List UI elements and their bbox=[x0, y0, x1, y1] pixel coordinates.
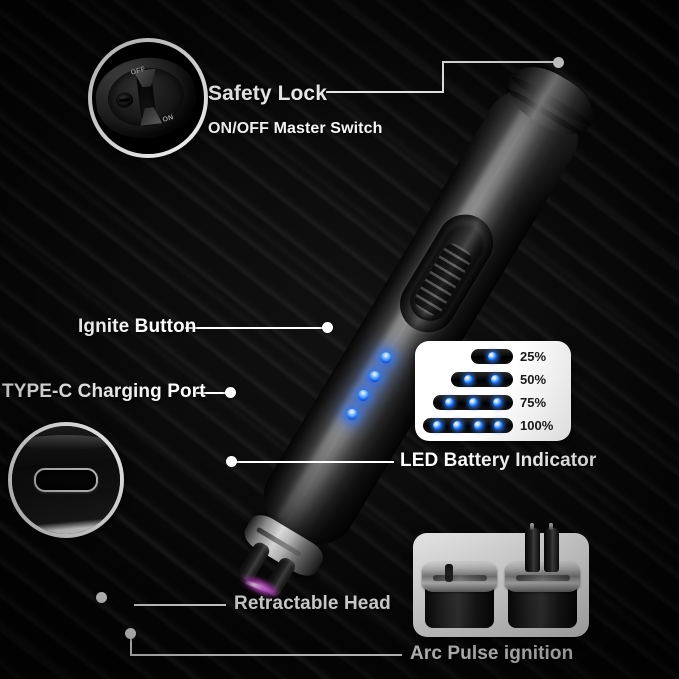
switch-face: OFF ON bbox=[104, 63, 188, 131]
safety-lock-inset: OFF ON bbox=[88, 38, 208, 158]
head-retracted-image bbox=[422, 542, 497, 628]
battery-percent-label: 50% bbox=[520, 372, 547, 387]
head-cap-retracted bbox=[422, 562, 497, 592]
battery-pill-50 bbox=[451, 372, 513, 387]
battery-dot bbox=[453, 421, 463, 430]
retractable-head-title: Retractable Head bbox=[234, 593, 391, 614]
battery-percent-label: 75% bbox=[520, 395, 547, 410]
battery-row: 25% bbox=[423, 349, 563, 364]
battery-dot bbox=[464, 375, 473, 384]
battery-dot bbox=[473, 421, 483, 430]
safety-lock-title: Safety Lock bbox=[208, 82, 327, 105]
switch-on-label: ON bbox=[161, 113, 175, 124]
typec-title: TYPE-C Charging Port bbox=[2, 381, 206, 402]
battery-row: 100% bbox=[423, 418, 563, 433]
battery-dot bbox=[468, 398, 478, 407]
led-battery-callout-dot bbox=[226, 456, 237, 467]
led-battery-panel: 25% 50% 7 bbox=[415, 341, 571, 441]
arc-pulse-callout-line bbox=[130, 654, 402, 656]
ignite-button-title: Ignite Button bbox=[78, 316, 197, 337]
electrode-rod-left bbox=[524, 523, 540, 572]
battery-rows: 25% 50% 7 bbox=[423, 349, 563, 433]
battery-pill-100 bbox=[423, 418, 513, 433]
arc-pulse-callout-dot bbox=[125, 628, 136, 639]
battery-dot bbox=[444, 398, 454, 407]
ignite-callout-line bbox=[185, 327, 328, 329]
battery-pill-75 bbox=[433, 395, 513, 410]
ignite-callout-dot bbox=[322, 322, 333, 333]
led-battery-callout-line bbox=[231, 461, 394, 463]
safety-lock-callout-line-vertical bbox=[442, 61, 444, 93]
arc-pulse-images bbox=[422, 523, 580, 628]
battery-dot bbox=[494, 421, 504, 430]
battery-dot bbox=[487, 352, 497, 361]
battery-dot bbox=[432, 421, 442, 430]
typec-surface-highlight bbox=[20, 434, 112, 450]
battery-row: 75% bbox=[423, 395, 563, 410]
arc-pulse-panel bbox=[413, 523, 589, 637]
battery-percent-label: 100% bbox=[520, 418, 554, 433]
switch-screw bbox=[115, 91, 134, 109]
safety-lock-callout-line-top bbox=[442, 61, 558, 63]
battery-row: 50% bbox=[423, 372, 563, 387]
safety-lock-subtitle: ON/OFF Master Switch bbox=[208, 120, 383, 137]
battery-percent-label: 25% bbox=[520, 349, 547, 364]
typec-port-inset bbox=[8, 422, 124, 538]
battery-dot bbox=[491, 375, 500, 384]
rotary-switch-icon: OFF ON bbox=[92, 52, 201, 144]
usb-c-port-icon bbox=[34, 468, 98, 492]
battery-pill-25 bbox=[471, 349, 513, 364]
typec-callout-dot bbox=[225, 387, 236, 398]
retractable-head-callout-dot bbox=[96, 592, 107, 603]
electrode-rod-right bbox=[544, 523, 559, 572]
led-battery-title: LED Battery Indicator bbox=[400, 450, 597, 471]
head-cap-extended bbox=[505, 562, 580, 592]
head-extended-image bbox=[505, 523, 580, 628]
safety-lock-callout-line-bottom bbox=[326, 91, 444, 93]
battery-dot bbox=[492, 398, 502, 407]
retractable-head-callout-line bbox=[134, 604, 226, 606]
head-slot bbox=[444, 563, 453, 582]
arc-pulse-title: Arc Pulse ignition bbox=[410, 643, 574, 664]
